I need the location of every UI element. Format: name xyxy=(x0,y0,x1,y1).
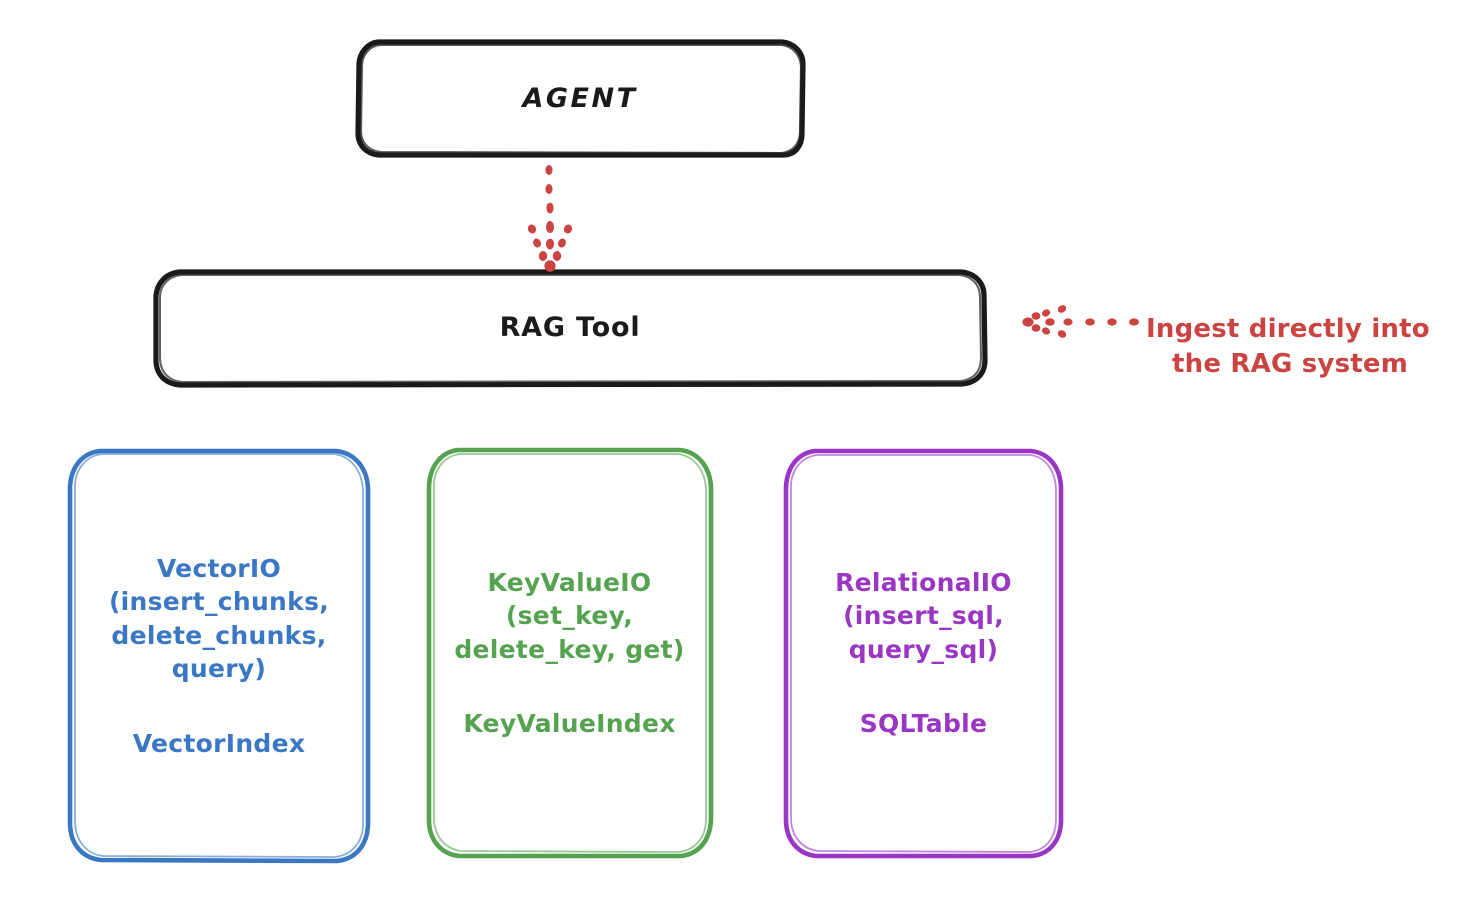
ingest-annotation-line1: Ingest directly into xyxy=(1146,314,1430,345)
key-value-io-title: KeyValueIO (set_key, delete_key, get) xyxy=(454,567,685,664)
agent-box-outline xyxy=(355,39,806,158)
agent-label: AGENT xyxy=(522,82,638,114)
key-value-io-subtitle: KeyValueIndex xyxy=(463,709,676,738)
relational-io-title: RelationalIO (insert_sql, query_sql) xyxy=(835,567,1012,664)
ingest-annotation-line2: the RAG system xyxy=(1172,348,1409,379)
vector-io-box-outline xyxy=(67,448,371,864)
relational-io-box-outline xyxy=(783,448,1064,859)
vector-io-node[interactable]: VectorIO (insert_chunks, delete_chunks, … xyxy=(70,450,368,862)
relational-io-subtitle: SQLTable xyxy=(859,709,988,738)
annotation-arrow-left xyxy=(1022,305,1139,338)
rag-tool-label: RAG Tool xyxy=(499,311,641,343)
rag-tool-box-outline xyxy=(153,269,988,388)
agent-node[interactable]: AGENT xyxy=(356,40,804,157)
relational-io-node[interactable]: RelationalIO (insert_sql, query_sql) SQL… xyxy=(786,450,1061,856)
vector-io-title: VectorIO (insert_chunks, delete_chunks, … xyxy=(108,553,330,684)
vector-io-subtitle: VectorIndex xyxy=(132,728,306,758)
key-value-io-node[interactable]: KeyValueIO (set_key, delete_key, get) Ke… xyxy=(428,450,711,856)
agent-to-ragtool-arrow xyxy=(527,165,573,272)
ingest-annotation: Ingest directly into the RAG system xyxy=(1146,278,1476,415)
rag-tool-node[interactable]: RAG Tool xyxy=(155,270,985,385)
key-value-io-box-outline xyxy=(426,447,714,859)
